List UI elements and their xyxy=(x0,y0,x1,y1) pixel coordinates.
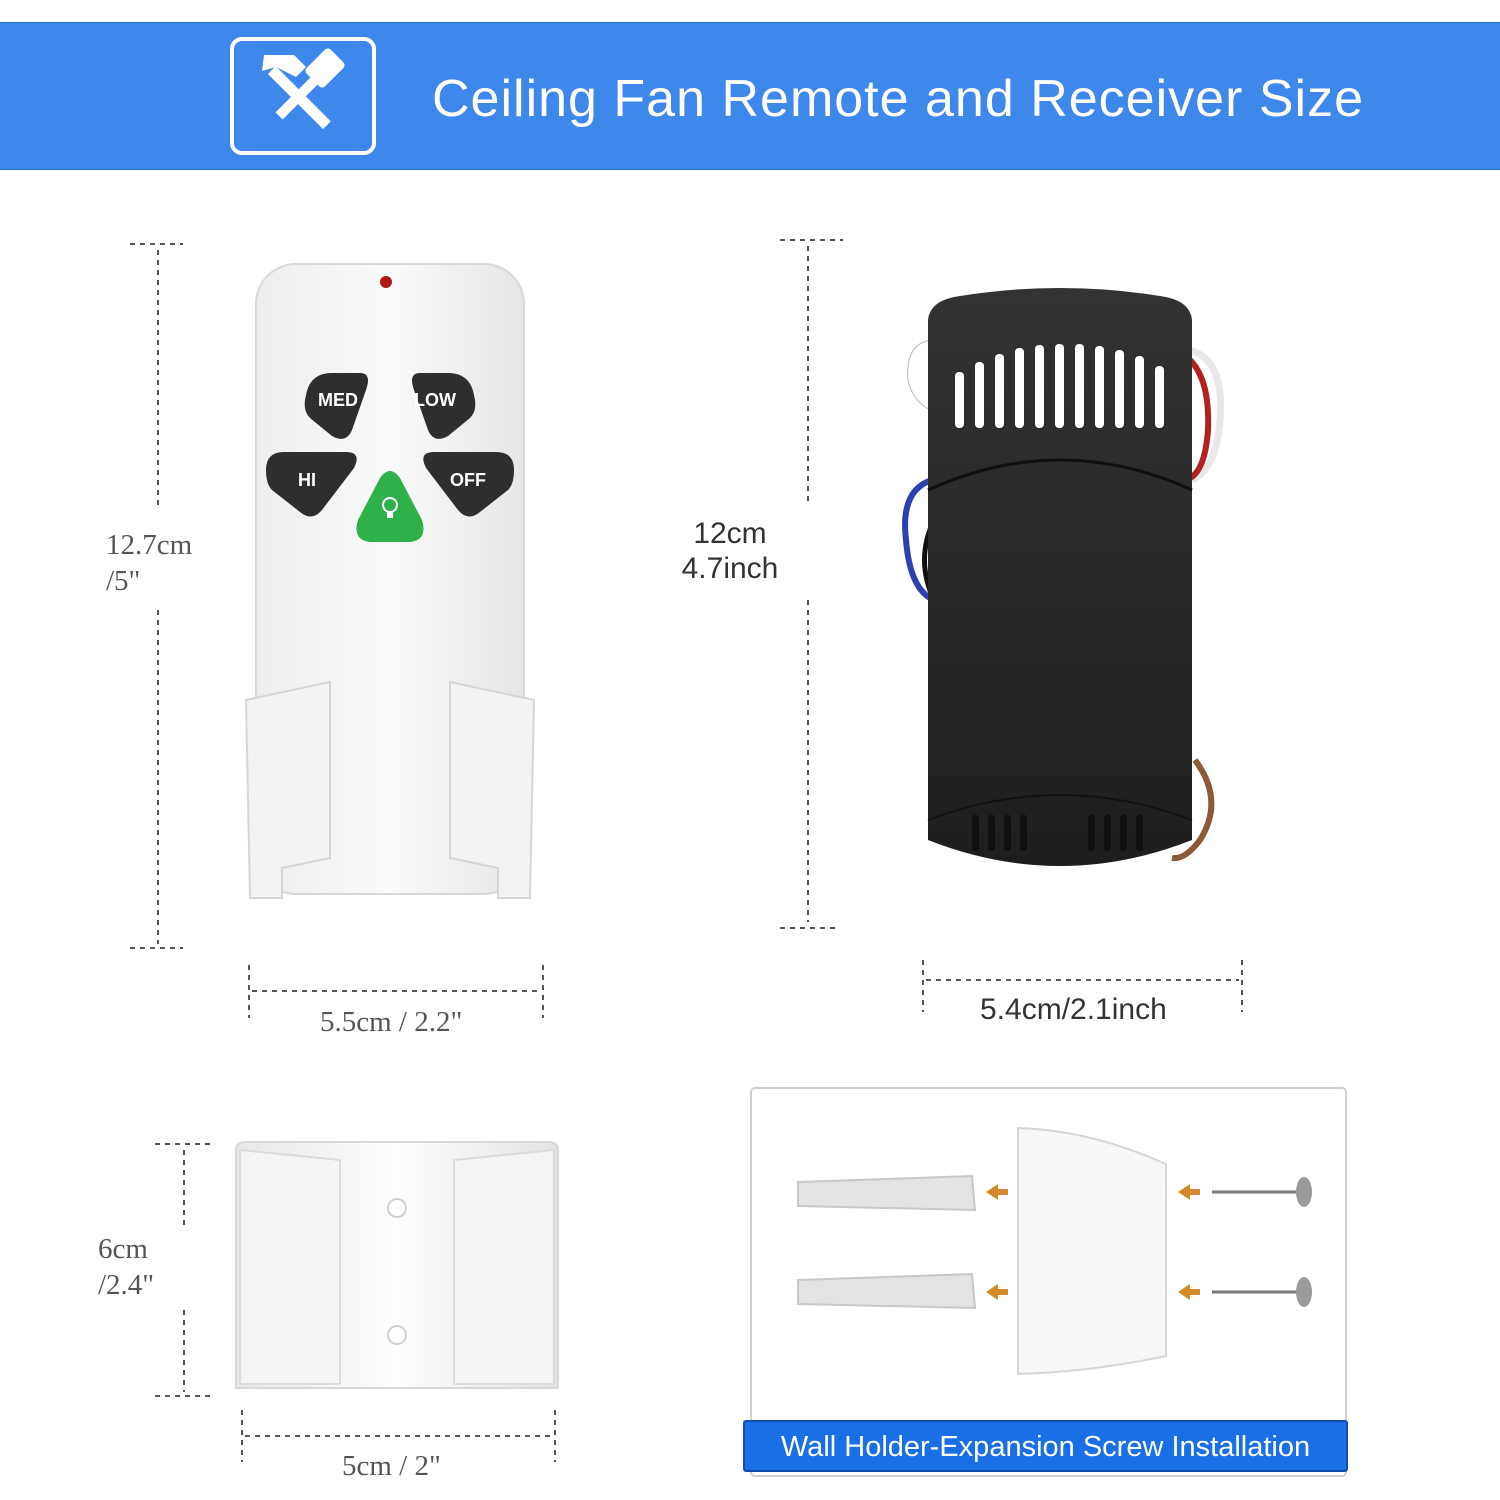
receiver-width-label: 5.4cm/2.1inch xyxy=(980,993,1167,1026)
hi-button: HI xyxy=(298,470,316,490)
remote-height-label: 12.7cm /5" xyxy=(106,527,192,599)
remote-width-dimension xyxy=(248,965,544,1018)
installation-label: Wall Holder-Expansion Screw Installation xyxy=(743,1420,1348,1472)
wall-holder xyxy=(235,1141,559,1389)
holder-height-dimension xyxy=(155,1143,210,1397)
low-button: LOW xyxy=(414,390,456,410)
light-bulb-icon xyxy=(378,494,402,524)
installation-panel xyxy=(750,1087,1347,1477)
receiver-height-dimension xyxy=(780,239,843,929)
receiver-height-inch: 4.7inch xyxy=(681,552,779,585)
receiver-height-label: 12cm 4.7inch xyxy=(678,516,782,586)
holder-width-label: 5cm / 2" xyxy=(342,1450,441,1482)
remote-height-cm: 12.7cm xyxy=(106,529,193,561)
page-title: Ceiling Fan Remote and Receiver Size xyxy=(432,70,1364,128)
remote-height-dimension xyxy=(130,243,183,949)
remote-control xyxy=(244,263,536,899)
receiver-width-dimension xyxy=(922,960,1243,1012)
holder-height-cm: 6cm xyxy=(98,1233,148,1265)
holder-height-label: 6cm /2.4" xyxy=(98,1231,154,1303)
receiver-unit xyxy=(902,288,1225,866)
tools-icon xyxy=(230,37,376,155)
receiver-height-cm: 12cm xyxy=(693,517,767,550)
holder-height-inch: /2.4" xyxy=(98,1269,155,1301)
header-banner: Ceiling Fan Remote and Receiver Size xyxy=(0,22,1500,170)
off-button: OFF xyxy=(450,470,486,490)
holder-width-dimension xyxy=(241,1410,556,1462)
remote-height-inch: /5" xyxy=(106,565,141,597)
med-button: MED xyxy=(318,390,358,410)
remote-width-label: 5.5cm / 2.2" xyxy=(320,1006,463,1038)
